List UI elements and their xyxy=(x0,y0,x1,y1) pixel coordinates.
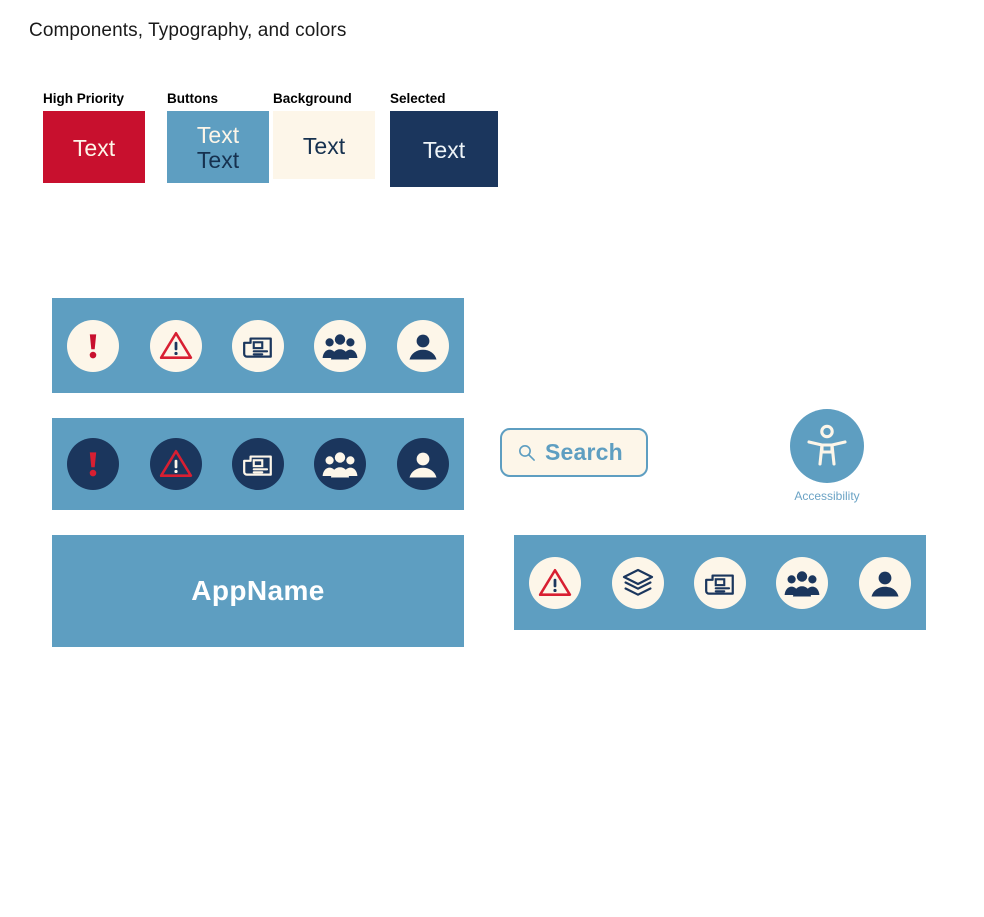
icon-bar-light xyxy=(52,298,464,393)
warning-triangle-icon[interactable] xyxy=(149,319,202,372)
icon-bar-bottom xyxy=(514,535,926,630)
swatch-box-high-priority: Text xyxy=(43,111,145,183)
swatch-box-selected: Text xyxy=(390,111,498,187)
swatch-label-background: Background xyxy=(273,91,352,106)
swatch-sample-text: Text xyxy=(302,132,346,159)
swatch-box-buttons: Text Text xyxy=(167,111,269,183)
swatch-high-priority: High Priority Text xyxy=(43,91,145,183)
group-icon[interactable] xyxy=(776,556,829,609)
icon-bar-dark xyxy=(52,418,464,510)
swatch-buttons: Buttons Text Text xyxy=(167,91,269,183)
swatch-box-background: Text xyxy=(273,111,375,179)
accessibility-person-icon[interactable] xyxy=(790,409,864,483)
search-input[interactable]: Search xyxy=(500,428,648,477)
newspaper-icon[interactable] xyxy=(231,438,284,490)
exclamation-icon[interactable] xyxy=(67,319,120,372)
group-icon[interactable] xyxy=(314,438,367,490)
avatar-icon[interactable] xyxy=(858,556,911,609)
app-name-text: AppName xyxy=(191,575,325,606)
avatar-icon[interactable] xyxy=(396,319,449,372)
group-icon[interactable] xyxy=(314,319,367,372)
avatar-icon[interactable] xyxy=(396,438,449,490)
swatch-background: Background Text xyxy=(273,91,375,179)
swatch-label-high-priority: High Priority xyxy=(43,91,125,106)
accessibility-widget[interactable]: Accessibility xyxy=(790,409,864,503)
warning-triangle-icon[interactable] xyxy=(149,438,202,490)
accessibility-label: Accessibility xyxy=(794,489,860,503)
search-icon xyxy=(519,445,535,461)
search-placeholder-text: Search xyxy=(545,439,623,465)
swatch-sample-text-dark: Text xyxy=(196,146,240,173)
swatch-sample-text-light: Text xyxy=(196,122,240,149)
swatch-sample-text: Text xyxy=(72,135,116,162)
page-title: Components, Typography, and colors xyxy=(29,20,347,41)
swatch-label-buttons: Buttons xyxy=(167,91,218,106)
newspaper-icon[interactable] xyxy=(231,319,284,372)
warning-triangle-icon[interactable] xyxy=(529,556,582,609)
swatch-sample-text: Text xyxy=(422,136,466,163)
swatch-label-selected: Selected xyxy=(390,91,446,106)
app-name-banner: AppName xyxy=(52,535,464,647)
exclamation-icon[interactable] xyxy=(67,438,120,490)
swatch-selected: Selected Text xyxy=(390,91,498,187)
newspaper-icon[interactable] xyxy=(693,556,746,609)
layers-icon[interactable] xyxy=(611,556,664,609)
